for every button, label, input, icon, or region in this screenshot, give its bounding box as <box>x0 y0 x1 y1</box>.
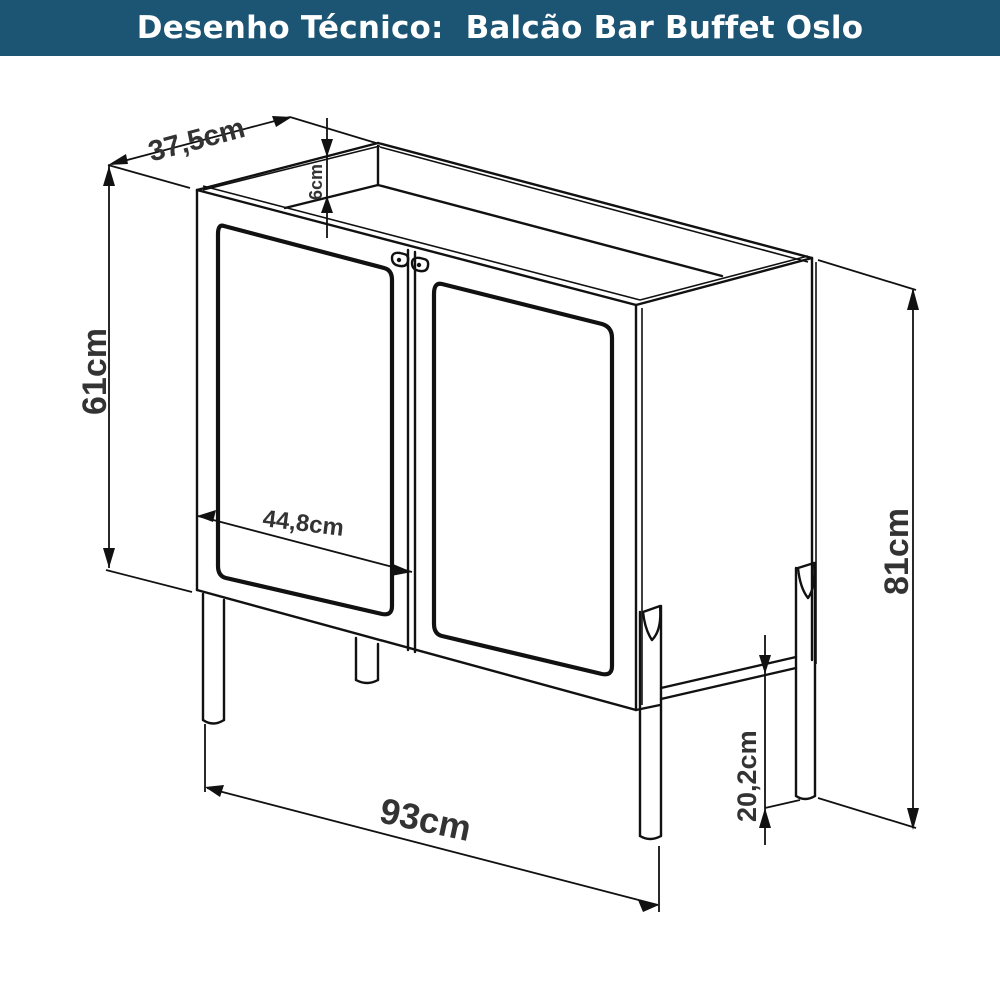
total-width-label: 93cm <box>376 790 475 849</box>
dimension-leg-height: 20,2cm <box>732 635 801 845</box>
dimension-depth: 37,5cm <box>107 112 377 189</box>
page-title: Desenho Técnico: Balcão Bar Buffet Oslo <box>136 10 864 46</box>
leg-height-label: 20,2cm <box>732 730 762 822</box>
total-height-label: 81cm <box>878 508 916 595</box>
cabinet-body <box>195 141 817 712</box>
rim-label: 6cm <box>306 164 326 200</box>
dimension-total-height: 81cm <box>817 259 919 830</box>
leg-crossbar <box>659 655 798 701</box>
dimension-body-height: 61cm <box>76 166 193 593</box>
door-right <box>431 281 615 677</box>
dimension-door-width: 44,8cm <box>197 505 413 576</box>
dimension-rim: 6cm <box>306 118 333 238</box>
leg-front-right <box>638 604 663 841</box>
body-height-label: 61cm <box>76 328 114 415</box>
leg-back-right <box>794 561 817 801</box>
dimension-total-width: 93cm <box>204 724 660 912</box>
door-left <box>215 223 395 617</box>
leg-front-left <box>201 592 226 725</box>
handle-left-icon <box>390 251 410 268</box>
door-divider <box>406 248 417 654</box>
handle-right-icon <box>410 256 430 273</box>
depth-label: 37,5cm <box>145 112 248 168</box>
title-bar: Desenho Técnico: Balcão Bar Buffet Oslo <box>0 0 1000 56</box>
leg-back-left <box>354 636 380 685</box>
